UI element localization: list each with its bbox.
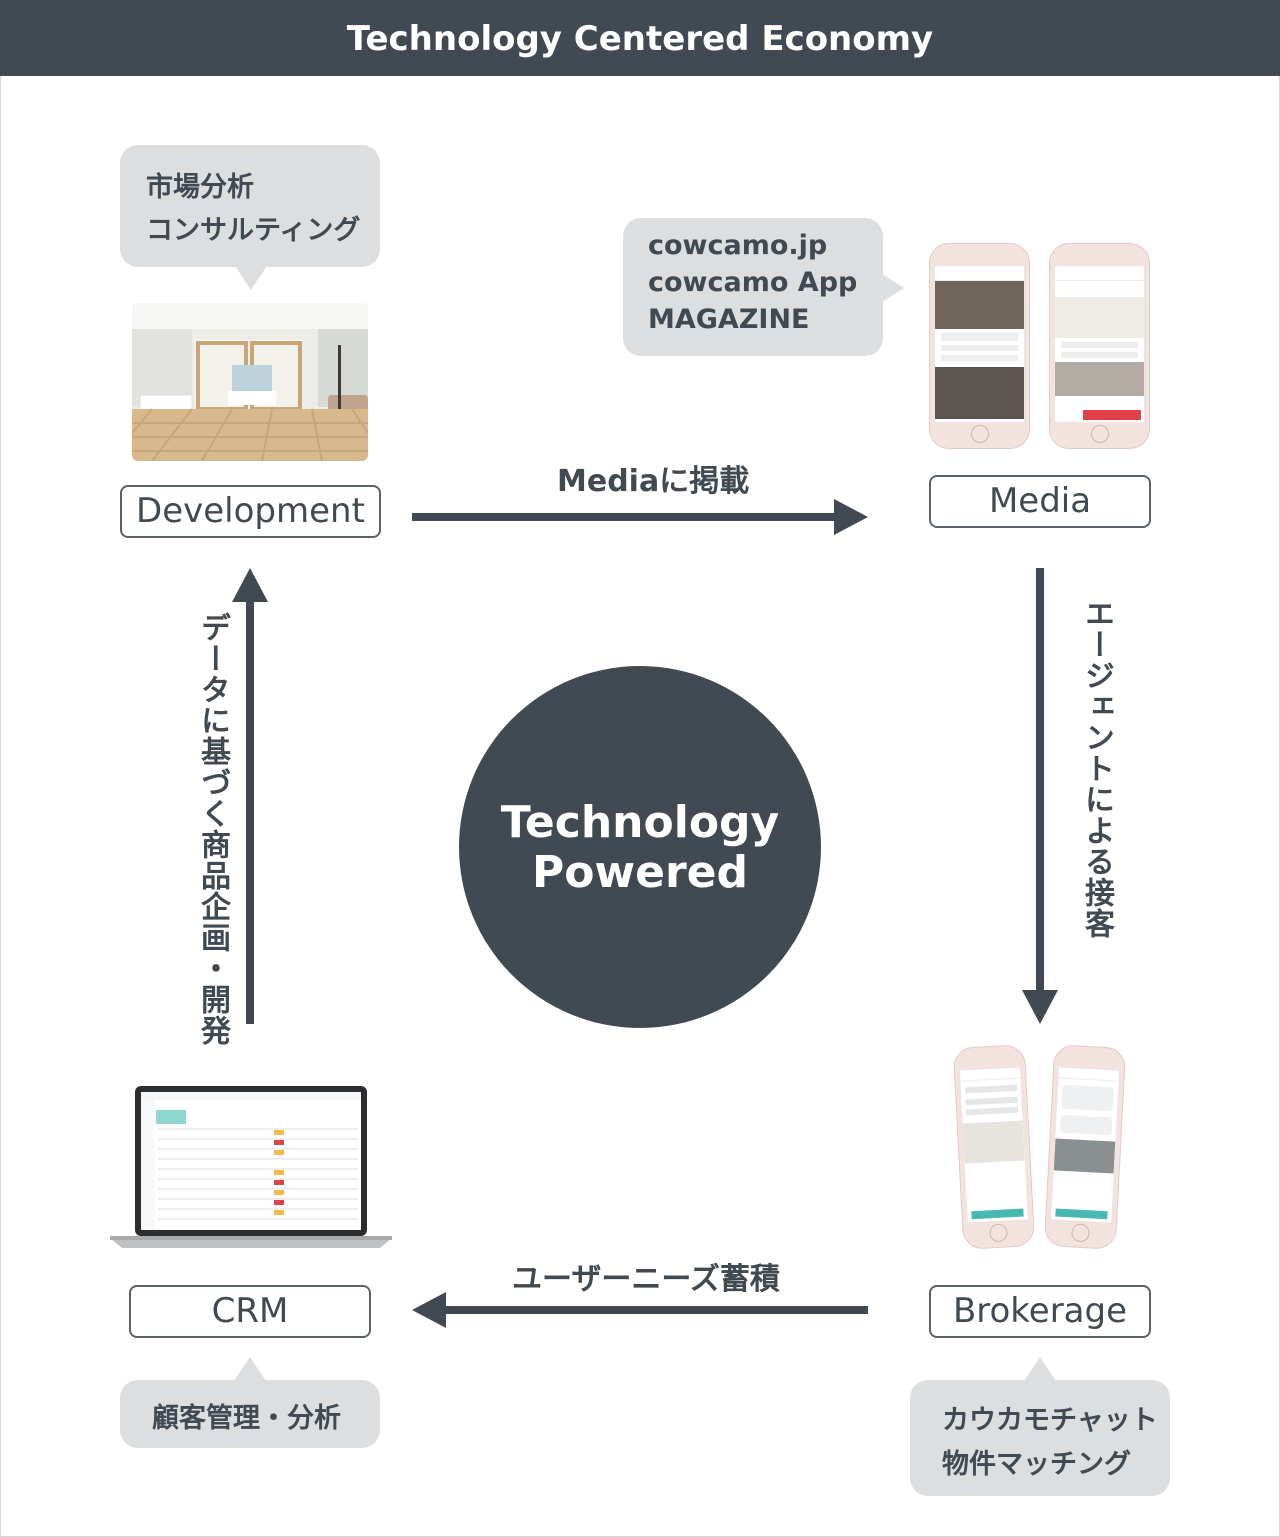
media-phone-right <box>1049 243 1150 449</box>
arrow-crm-dev-shaft <box>246 596 254 1024</box>
media-label: Media <box>929 475 1151 528</box>
development-label: Development <box>120 485 381 538</box>
brokerage-bubble-line-1: カウカモチャット <box>942 1405 1158 1436</box>
flow-label-crm-to-dev: データに基づく商品企画・開発 <box>195 612 230 1046</box>
development-bubble-tail <box>235 266 267 290</box>
arrow-media-brokerage-head <box>1022 990 1058 1024</box>
crm-laptop-image <box>110 1086 392 1248</box>
arrow-brokerage-crm-head <box>412 1292 446 1328</box>
media-bubble-tail <box>882 274 904 302</box>
crm-label: CRM <box>129 1285 371 1338</box>
development-bubble-line-2: コンサルティング <box>146 215 361 246</box>
development-bubble-line-1: 市場分析 <box>146 172 254 203</box>
technology-powered-circle: Technology Powered <box>459 666 821 1028</box>
brokerage-bubble-line-2: 物件マッチング <box>942 1449 1131 1480</box>
media-bubble-line-2: cowcamo App <box>648 267 858 298</box>
crm-bubble-line-1: 顧客管理・分析 <box>152 1403 341 1434</box>
arrow-dev-media-shaft <box>412 513 840 521</box>
brokerage-bubble-tail <box>1024 1357 1056 1381</box>
development-bubble: 市場分析 コンサルティング <box>120 145 380 267</box>
brokerage-phone-left <box>952 1044 1036 1250</box>
media-bubble-line-3: MAGAZINE <box>648 304 810 335</box>
flow-label-media-to-brokerage: エージェントによる接客 <box>1079 598 1114 939</box>
center-line-2: Powered <box>531 847 748 898</box>
media-phone-left <box>929 243 1030 449</box>
flow-label-brokerage-to-crm: ユーザーニーズ蓄積 <box>512 1262 780 1297</box>
arrow-brokerage-crm-shaft <box>440 1306 868 1314</box>
arrow-crm-dev-head <box>232 568 268 602</box>
brokerage-phone-right <box>1043 1044 1127 1250</box>
arrow-media-brokerage-shaft <box>1036 568 1044 996</box>
page-title: Technology Centered Economy <box>0 0 1280 76</box>
crm-bubble: 顧客管理・分析 <box>120 1380 380 1448</box>
center-line-1: Technology <box>500 797 780 848</box>
media-bubble-line-1: cowcamo.jp <box>648 230 828 261</box>
brokerage-label: Brokerage <box>929 1285 1151 1338</box>
development-room-photo <box>132 303 368 461</box>
arrow-dev-media-head <box>834 499 868 535</box>
flow-label-dev-to-media: Mediaに掲載 <box>557 464 750 499</box>
media-bubble: cowcamo.jp cowcamo App MAGAZINE <box>623 218 883 356</box>
crm-bubble-tail <box>234 1357 266 1381</box>
brokerage-bubble: カウカモチャット 物件マッチング <box>910 1380 1170 1496</box>
